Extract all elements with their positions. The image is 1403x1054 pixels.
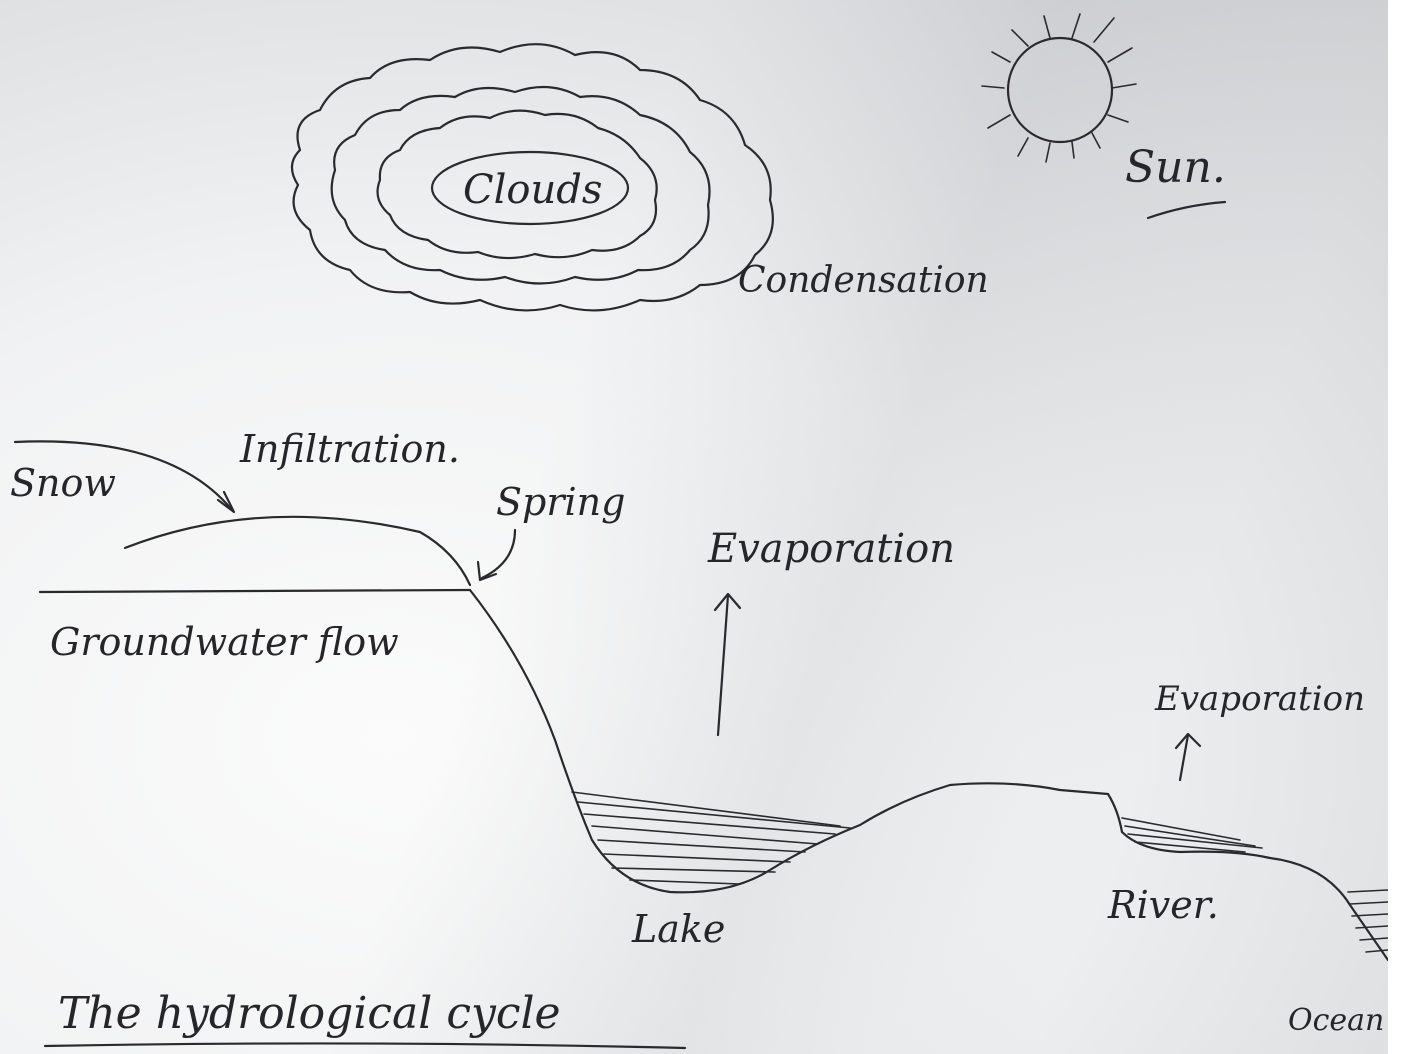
cloud-outline-2 (330, 85, 711, 285)
cloud-outline-outer (290, 43, 774, 312)
groundwater-flow-label: Groundwater flow (50, 620, 399, 664)
river-water-lines (1121, 817, 1263, 853)
snow-arrow (13, 440, 234, 512)
sun-drawing: Sun. (981, 13, 1227, 220)
evaporation-arrow-river (1178, 733, 1190, 782)
sun-label: Sun. (1125, 142, 1226, 193)
evaporation-arrowhead-lake (713, 592, 742, 612)
ocean-label: Ocean (1288, 1003, 1384, 1038)
ocean-water-lines (1347, 889, 1388, 953)
clouds-label: Clouds (463, 167, 602, 213)
sun-disc (1006, 36, 1114, 144)
snow-arrowhead (216, 490, 236, 514)
condensation-label: Condensation (738, 260, 989, 301)
snow-cap-line (123, 515, 472, 587)
sun-rays (981, 13, 1137, 163)
snow-label: Snow (10, 461, 116, 505)
land-profile (468, 588, 1388, 962)
spring-arrowhead (476, 560, 498, 582)
evaporation-lake-label: Evaporation (707, 526, 955, 572)
river-label: River. (1107, 883, 1219, 927)
spring-label: Spring (496, 480, 625, 524)
page-edge (1388, 0, 1403, 1054)
clouds-label-ellipse (430, 150, 630, 226)
title-underline (43, 1042, 687, 1050)
evaporation-arrowhead-river (1174, 732, 1202, 750)
clouds-drawing: Clouds (290, 43, 774, 312)
lake-water-lines (571, 791, 851, 885)
evaporation-arrow-lake (716, 593, 730, 737)
lake-label: Lake (631, 907, 725, 951)
infiltration-label: Infiltration. (239, 427, 460, 471)
diagram-title: The hydrological cycle (58, 988, 561, 1039)
groundwater-line (38, 588, 472, 594)
evaporation-river-label: Evaporation (1154, 679, 1365, 719)
sun-underline (1146, 200, 1227, 220)
cloud-outline-3 (376, 109, 658, 260)
spring-arrow (480, 528, 517, 580)
